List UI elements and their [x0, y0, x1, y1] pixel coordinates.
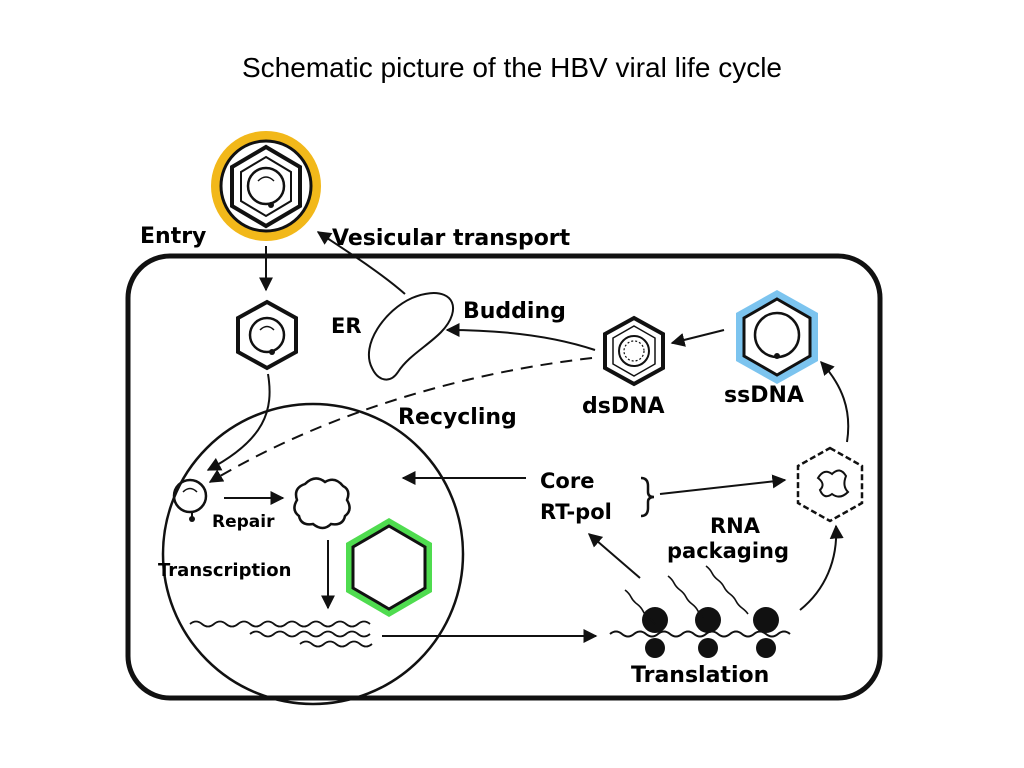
label-rna: RNA	[710, 514, 761, 538]
entering-virion	[211, 131, 321, 241]
cell-membrane	[125, 253, 883, 701]
arrow-ssdna-to-dsdna	[670, 329, 725, 347]
label-packaging: packaging	[667, 539, 789, 563]
arrow-to-ssdna	[820, 360, 850, 443]
label-budding: Budding	[463, 299, 566, 324]
label-repair: Repair	[212, 512, 275, 532]
label-translation: Translation	[631, 663, 769, 688]
ribosomes	[609, 565, 791, 658]
viral-rna-transcripts	[189, 620, 373, 648]
arrow-translation-to-core	[587, 533, 641, 579]
er-organelle	[367, 292, 455, 381]
cytoplasmic-capsid	[236, 299, 298, 371]
label-entry: Entry	[140, 224, 206, 249]
label-core: Core	[540, 469, 594, 493]
label-transcription: Transcription	[158, 560, 291, 581]
label-vesicular-transport: Vesicular transport	[332, 226, 571, 251]
label-er: ER	[331, 314, 362, 338]
page-title: Schematic picture of the HBV viral life …	[242, 52, 782, 83]
dsdna-capsid	[603, 315, 665, 387]
arrow-to-packaging	[659, 474, 787, 495]
arrow-to-nucleus	[206, 373, 271, 471]
arrow-budding	[445, 323, 596, 351]
label-ssdna: ssDNA	[724, 383, 804, 408]
nuclear-capsid	[346, 518, 432, 617]
arrow-recycling	[208, 357, 593, 483]
rna-packaging-capsid	[796, 446, 864, 523]
nucleus	[161, 402, 465, 706]
rc-dna	[172, 478, 208, 522]
arrow-vesicular-transport	[316, 231, 406, 295]
label-rt-pol: RT-pol	[540, 500, 612, 524]
ssdna-capsid	[736, 290, 818, 384]
arrow-packaging-up	[799, 524, 844, 611]
core-rtpol-brace	[640, 476, 655, 518]
cccdna	[293, 477, 351, 530]
label-recycling: Recycling	[398, 405, 517, 430]
label-dsdna: dsDNA	[582, 394, 665, 419]
